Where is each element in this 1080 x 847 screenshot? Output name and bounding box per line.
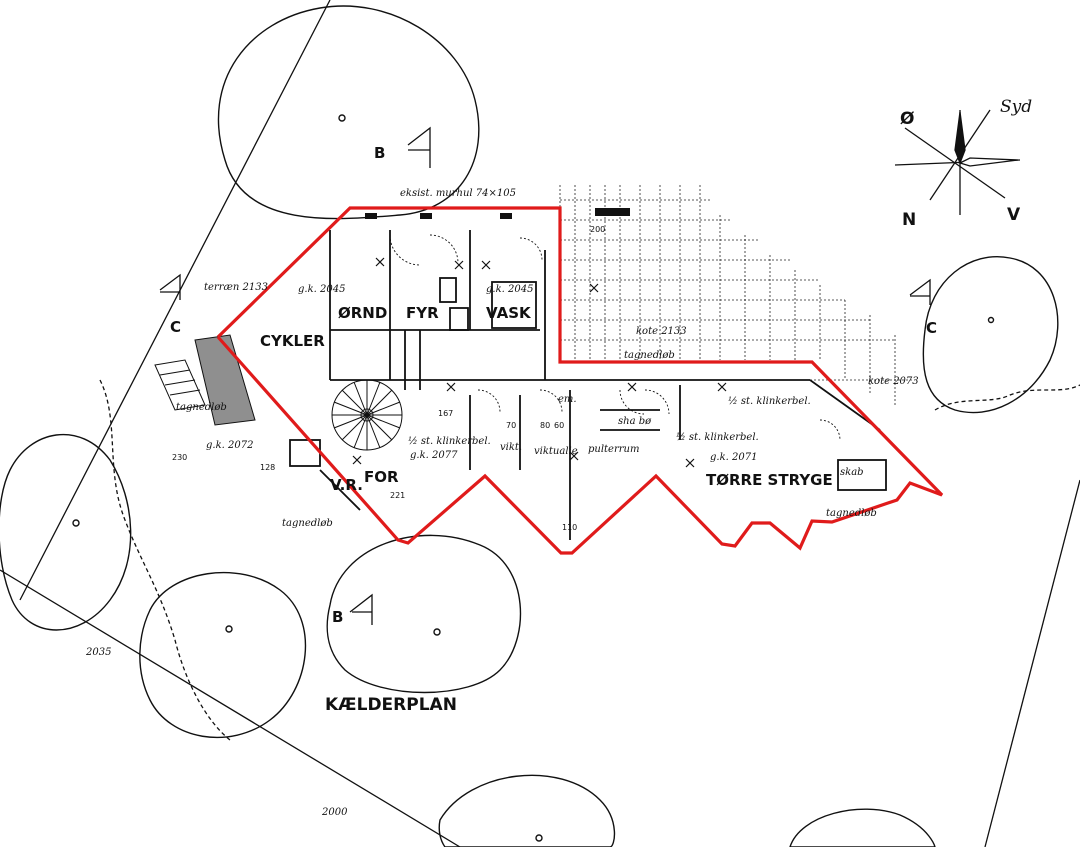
tree-canopy-bottom-center — [438, 774, 616, 847]
note-gk-2045-b: g.k. 2045 — [486, 284, 533, 295]
compass-star-icon — [894, 109, 1021, 215]
note-em: em. — [558, 394, 577, 405]
note-gk-2071: g.k. 2071 — [710, 452, 757, 463]
room-label-torre-stryge: TØRRE STRYGE — [706, 471, 833, 489]
dim-167: 167 — [438, 409, 453, 418]
note-gk-2077: g.k. 2077 — [410, 450, 458, 461]
note-tagnedlob-1: tagnedløb — [624, 350, 675, 361]
tree-canopy-bottom-right — [789, 808, 936, 847]
note-kote-2133: kote 2133 — [636, 326, 687, 337]
spiral-staircase — [331, 379, 403, 451]
room-label-pulterrum: pulterrum — [588, 444, 639, 455]
compass-label-west: V — [1007, 205, 1021, 225]
section-mark-b-bottom: B — [332, 608, 343, 626]
room-label-fyr: FYR — [406, 304, 439, 322]
tree-canopy-top — [217, 5, 480, 220]
top-openings — [365, 208, 630, 219]
tree-canopy-bottom-left — [139, 571, 307, 739]
level-2000: 2000 — [321, 807, 348, 818]
note-eksist-murhul: eksist. murhul 74×105 — [400, 188, 516, 199]
terrace-grid — [559, 185, 915, 405]
dim-221: 221 — [390, 491, 405, 500]
note-gk-2072: g.k. 2072 — [206, 440, 253, 451]
note-sha-be: sha bø — [618, 416, 652, 427]
compass-label-south: Syd — [1000, 97, 1032, 117]
door-swings — [389, 234, 841, 441]
scope-outline — [216, 206, 944, 555]
room-label-skab: skab — [840, 467, 864, 478]
room-label-orand: ØRND — [338, 304, 387, 322]
note-gk-2045-a: g.k. 2045 — [298, 284, 345, 295]
dim-230: 230 — [172, 453, 187, 462]
dim-128: 128 — [260, 463, 275, 472]
compass-label-north: N — [902, 210, 916, 230]
section-mark-c-left: C — [170, 318, 181, 336]
room-label-vr: V.R. — [330, 476, 363, 494]
level-2035: 2035 — [85, 647, 111, 658]
dim-110: 110 — [562, 523, 577, 532]
note-tagnedlob-3: tagnedløb — [282, 518, 333, 529]
compass-label-east: Ø — [900, 109, 914, 129]
note-klinkerbel-2: ½ st. klinkerbel. — [728, 396, 811, 407]
dim-60: 60 — [554, 421, 564, 430]
compass-rose: Ø Syd N V — [894, 97, 1032, 230]
room-label-cykler: CYKLER — [260, 332, 325, 350]
plan-title: KÆLDERPLAN — [325, 695, 457, 715]
section-marks — [159, 126, 931, 625]
note-tagnedlob-4: tagnedløb — [826, 508, 877, 519]
tree-canopy-right — [922, 256, 1059, 414]
section-mark-c-right: C — [926, 319, 937, 337]
room-label-viktualie: viktualie — [534, 446, 578, 457]
dim-70: 70 — [506, 421, 516, 430]
note-terraen: terræn 2133 — [204, 282, 268, 293]
note-tagnedlob-2: tagnedløb — [176, 402, 227, 413]
tree-canopy-left — [0, 433, 132, 631]
section-mark-b-top: B — [374, 144, 385, 162]
note-klinkerbel-3: ½ st. klinkerbel. — [676, 432, 759, 443]
dim-200: 200 — [590, 225, 605, 234]
tree-canopy-bottom-mid — [326, 534, 522, 694]
drain-marks — [352, 257, 727, 468]
note-kote-2073: kote 2073 — [868, 376, 919, 387]
room-label-vask: VASK — [486, 304, 532, 322]
dim-80: 80 — [540, 421, 550, 430]
tree-canopies — [0, 5, 1059, 847]
note-klinkerbel-1: ½ st. klinkerbel. — [408, 436, 491, 447]
room-label-for: FOR — [364, 468, 399, 486]
interior-walls — [289, 230, 887, 540]
room-label-vikt: vikt. — [500, 442, 522, 453]
